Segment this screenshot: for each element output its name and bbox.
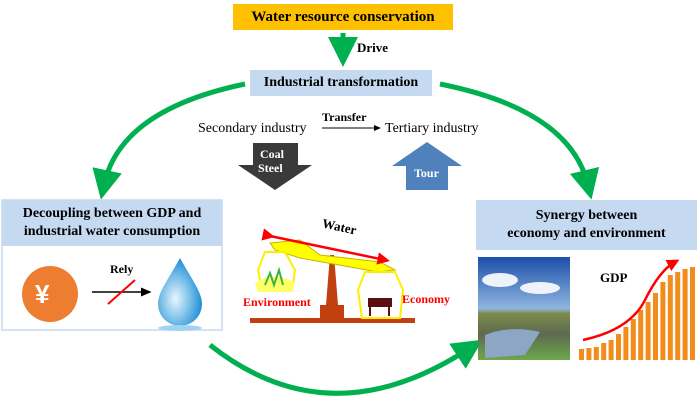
yen-coin-icon [22,266,78,322]
arc-left [92,81,246,200]
gdp-bar [630,319,636,360]
industrial-transformation-box: Industrial transformation [250,70,432,96]
arc-bottom [208,339,483,396]
coal-label: Coal [260,147,284,161]
left-panel-header: Decoupling between GDP and industrial wa… [2,200,222,246]
gdp-bar [638,310,644,360]
environment-label: Environment [243,295,311,309]
gdp-bars [579,267,695,360]
steel-label: Steel [258,161,283,175]
gdp-bar [586,348,592,360]
transfer-label: Transfer [322,110,367,124]
gdp-bar [593,347,599,360]
secondary-industry-label: Secondary industry [198,121,307,136]
arc-right [439,81,600,200]
water-drop-icon [158,258,202,326]
drive-label: Drive [357,40,389,55]
economy-label: Economy [402,292,450,306]
gdp-bar [616,334,621,360]
tour-arrow [392,142,462,190]
left-panel-title-2: industrial water consumption [23,224,201,239]
yen-symbol: ¥ [35,279,50,309]
water-conservation-box: Water resource conservation [233,4,453,30]
gdp-bar [645,302,651,360]
gdp-trend-arrow [582,259,680,342]
balance-scale-icon [250,228,415,323]
left-panel-title-1: Decoupling between GDP and [22,206,202,221]
gdp-bar [682,269,688,360]
gdp-bar [579,349,584,360]
gdp-bar [675,272,681,360]
gdp-bar [660,282,666,360]
coal-steel-arrow [238,143,312,190]
gdp-bar [667,275,673,360]
tour-label: Tour [414,166,439,180]
right-panel-title-2: economy and environment [507,226,666,241]
right-panel-title-1: Synergy between [535,208,638,223]
right-panel-header: Synergy between economy and environment [476,200,697,250]
gdp-bar [690,267,695,360]
rely-label: Rely [110,262,134,276]
gdp-label: GDP [600,270,628,285]
gdp-bar [608,340,614,360]
gdp-bar [623,327,629,360]
gdp-bar [653,293,658,360]
rely-slash [107,279,136,305]
tertiary-industry-label: Tertiary industry [385,121,479,136]
gdp-bar [601,343,607,360]
